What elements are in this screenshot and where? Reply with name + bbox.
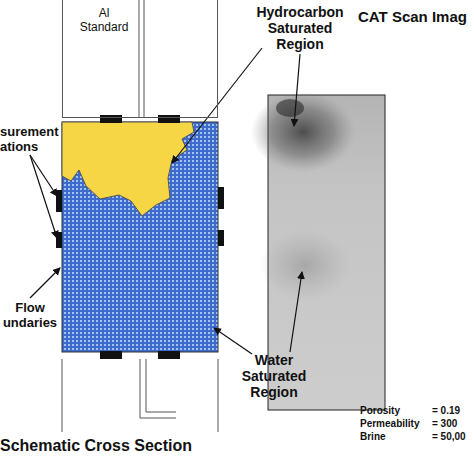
sensor-pad — [100, 115, 122, 123]
sensor-pad — [218, 187, 224, 209]
property-value: = 300 — [432, 418, 474, 430]
property-name: Brine — [360, 431, 430, 443]
sensor-pad — [158, 115, 180, 123]
standard-box: Al Standard — [62, 0, 218, 118]
sensor-pad — [56, 232, 62, 248]
pipe-line — [140, 359, 176, 418]
sensor-pad — [56, 190, 62, 212]
end-cap — [62, 359, 63, 432]
leader-arrow — [290, 272, 302, 352]
hydrocarbon-region — [62, 122, 194, 216]
property-value: = 0.19 — [432, 405, 474, 417]
pipe-line — [139, 0, 140, 117]
leader-arrow — [172, 48, 262, 163]
node-text: Al Standard — [76, 6, 132, 34]
property-value: = 50,00 — [432, 431, 474, 443]
sensor-pad — [218, 230, 224, 246]
pipe-line — [144, 0, 145, 117]
sensor-pad — [100, 351, 122, 359]
callout-label: Flow undaries — [0, 300, 60, 330]
leader-arrow — [214, 328, 252, 354]
core-column — [62, 122, 218, 352]
leader-arrow — [294, 54, 300, 126]
sensor-pad — [158, 351, 180, 359]
leader-arrow — [30, 155, 57, 238]
cat-dark-zone — [251, 92, 355, 172]
property-name: Permeability — [360, 418, 430, 430]
section-caption: Schematic Cross Section — [0, 436, 240, 455]
cat-dark-spot — [276, 99, 304, 117]
region-label: Hydrocarbon Saturated Region — [250, 4, 350, 52]
callout-label: surement ations — [0, 124, 66, 154]
image-heading: CAT Scan Imag — [358, 8, 474, 26]
property-name: Porosity — [360, 405, 430, 417]
end-cap — [218, 359, 219, 432]
leader-arrow — [30, 155, 57, 196]
leader-arrow — [30, 268, 60, 298]
region-label: Water Saturated Region — [232, 352, 316, 400]
cat-grey-zone — [260, 230, 350, 300]
pipe-line — [146, 359, 176, 412]
